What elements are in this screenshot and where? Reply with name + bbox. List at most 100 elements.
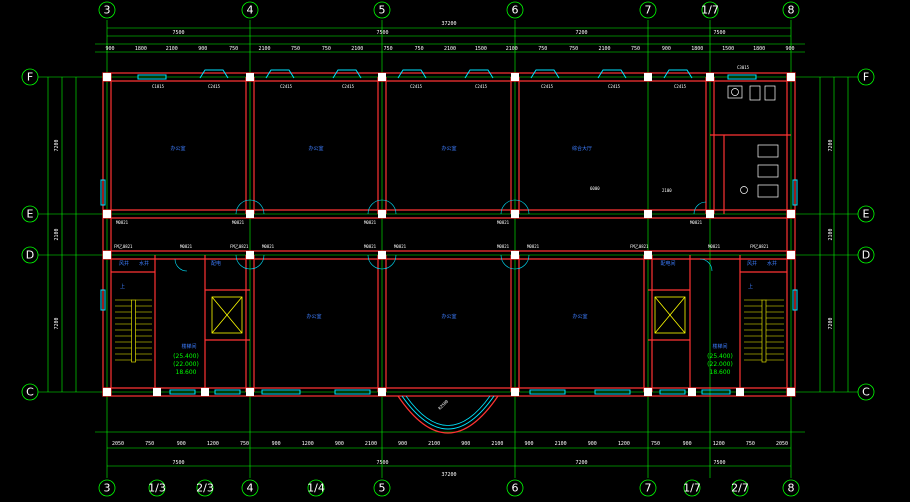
- column-22: [787, 210, 795, 218]
- dim-right-2: 2100: [828, 228, 834, 240]
- label-door-10: M0821: [527, 244, 540, 249]
- door-swings: [174, 199, 713, 272]
- label-window-5: C2415: [475, 84, 488, 89]
- room-elec-l: 配电: [211, 260, 221, 267]
- label-door-7: M0821: [364, 244, 377, 249]
- axis-bubble-bottom-9: 1/7: [683, 479, 701, 497]
- room-shaft-l1: 风井: [119, 260, 129, 267]
- axis-bubble-top-7: 8: [782, 1, 800, 19]
- svg-text:5: 5: [379, 4, 386, 17]
- axis-bubble-top-4: 6: [506, 1, 524, 19]
- column-23: [787, 251, 795, 259]
- toilet-fixtures: [727, 85, 779, 198]
- column-7: [246, 251, 254, 259]
- door-swing-7: [367, 254, 383, 270]
- window-bottom-7: [659, 389, 686, 395]
- label-door-6: M0821: [262, 244, 275, 249]
- door-swing-8: [381, 254, 397, 270]
- dim-bottom-bay-2: 7500: [376, 460, 388, 466]
- svg-text:4: 4: [247, 482, 254, 495]
- door-swing-6: [381, 199, 397, 215]
- window-top-6: [530, 69, 560, 79]
- column-15: [511, 251, 519, 259]
- svg-text:D: D: [26, 249, 34, 262]
- svg-text:2/7: 2/7: [731, 482, 749, 495]
- column-25: [153, 388, 161, 396]
- dim-bottom-bay-4: 7500: [713, 460, 725, 466]
- dim-bottom-detail-17: 1200: [618, 441, 630, 447]
- window-bay: [137, 74, 167, 80]
- label-fm-door-4: FM乙0821: [750, 243, 769, 249]
- axis-bubble-left-3: D: [21, 246, 39, 264]
- label-hall-dim: 6000: [590, 186, 600, 191]
- column-27: [688, 388, 696, 396]
- axis-bubble-bottom-7: 6: [506, 479, 524, 497]
- element-labels: C1815 C2415 C2415 C2415 C2415 C2415 C241…: [114, 65, 769, 411]
- label-window-2: C2415: [280, 84, 293, 89]
- svg-text:C: C: [862, 386, 870, 399]
- grid-lines: [38, 20, 858, 478]
- label-curve-radius: R2500: [437, 398, 449, 410]
- axis-bubble-top-1: 3: [98, 1, 116, 19]
- dim-top-bay-4: 7500: [713, 30, 725, 36]
- axis-bubble-bottom-10: 2/7: [731, 479, 749, 497]
- axis-bubble-bottom-8: 7: [639, 479, 657, 497]
- dim-bottom-detail-6: 900: [272, 441, 281, 447]
- axis-bubble-left-1: F: [21, 68, 39, 86]
- room-shaft-r1: 风井: [747, 260, 757, 267]
- label-door-12: M0821: [180, 244, 193, 249]
- axis-bubble-top-5: 7: [639, 1, 657, 19]
- stair-left-elev-3: 18.600: [176, 369, 197, 376]
- label-door-8: M0821: [394, 244, 407, 249]
- svg-text:F: F: [863, 71, 869, 84]
- column-18: [644, 210, 652, 218]
- column-17: [644, 73, 652, 81]
- dim-top-detail-5: 750: [229, 46, 238, 52]
- axis-bubble-right-4: C: [857, 383, 875, 401]
- window-top-7: [597, 69, 627, 79]
- dim-left-1: 7200: [54, 139, 60, 151]
- room-shaft-r2: 水井: [767, 260, 777, 267]
- column-6: [246, 210, 254, 218]
- svg-text:6: 6: [512, 482, 519, 495]
- axis-bubble-bottom-6: 5: [373, 479, 391, 497]
- dim-bottom-detail-19: 900: [683, 441, 692, 447]
- svg-text:6: 6: [512, 4, 519, 17]
- stair-right-elev-1: (25.400): [707, 353, 733, 360]
- column-20: [644, 388, 652, 396]
- column-19: [644, 251, 652, 259]
- stair-right-elev-3: 18.600: [710, 369, 731, 376]
- label-window-6: C2415: [541, 84, 554, 89]
- window-left-2: [100, 289, 106, 311]
- dim-bottom-detail-10: 900: [398, 441, 407, 447]
- column-1: [103, 73, 111, 81]
- room-office-1: 办公室: [170, 145, 185, 152]
- window-top-right: [727, 74, 757, 80]
- dim-top-detail-4: 900: [198, 46, 207, 52]
- window-top-2: [265, 69, 295, 79]
- structural-columns: [103, 73, 795, 396]
- svg-text:1/3: 1/3: [148, 482, 166, 495]
- dim-top-detail-19: 900: [662, 46, 671, 52]
- dim-bottom-detail-13: 2100: [491, 441, 503, 447]
- dim-bottom-detail-9: 2100: [365, 441, 377, 447]
- svg-text:C: C: [26, 386, 34, 399]
- stair-right-flights: [744, 299, 784, 363]
- dim-top-detail-18: 750: [631, 46, 640, 52]
- window-bottom-5: [529, 389, 566, 395]
- window-bottom-4: [334, 389, 371, 395]
- svg-text:8: 8: [788, 482, 795, 495]
- column-3: [103, 251, 111, 259]
- column-4: [103, 388, 111, 396]
- stair-left-elev-2: (22.000): [173, 361, 199, 368]
- room-office-6: 办公室: [572, 313, 587, 320]
- dim-top-bay-2: 7500: [376, 30, 388, 36]
- axis-bubble-top-6: 1/7: [701, 1, 719, 19]
- stairs: [115, 299, 784, 363]
- room-elec-r: 配电间: [660, 260, 675, 267]
- dim-overall-top: 37200: [441, 21, 456, 27]
- column-11: [378, 251, 386, 259]
- door-swing-13: [174, 258, 188, 272]
- door-swing-15: [693, 201, 707, 215]
- svg-text:E: E: [863, 208, 870, 221]
